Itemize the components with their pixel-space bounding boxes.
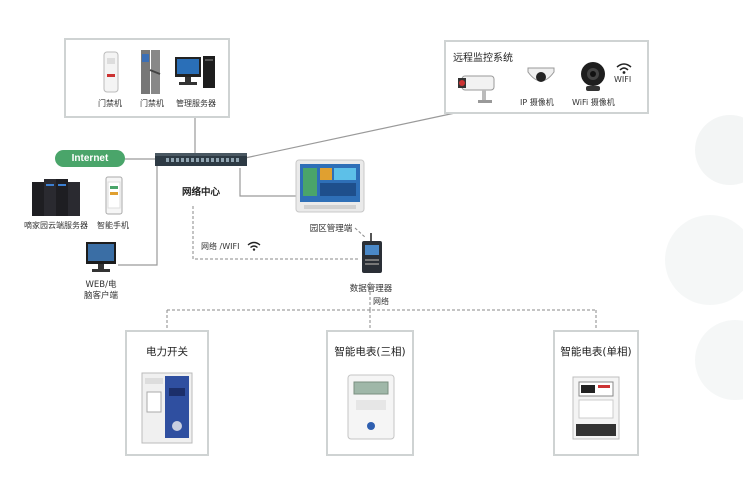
network-center-label: 网络中心 (182, 187, 221, 198)
door-controller-label-1: 门禁机 (98, 99, 122, 108)
wifi-signal-icon (247, 241, 261, 251)
smart-phone-label: 智能手机 (97, 221, 129, 230)
three-phase-meter-box: 智能电表(三相) (326, 330, 414, 456)
ip-camera-label: IP 摄像机 (520, 98, 554, 107)
network-wifi-label: 网络 /WIFI (201, 242, 240, 251)
turnstile-icon (141, 50, 161, 94)
park-terminal-icon (295, 159, 365, 213)
power-switch-icon (141, 372, 193, 444)
three-phase-meter-title: 智能电表(三相) (334, 346, 406, 358)
top-devices-box: 门禁机 门禁机 管理服务器 (64, 38, 230, 118)
single-phase-meter-icon (572, 376, 620, 440)
server-label: 管理服务器 (176, 99, 216, 108)
wifi-icon (616, 63, 632, 74)
server-computer-icon (175, 56, 215, 88)
single-phase-meter-title: 智能电表(单相) (560, 346, 632, 358)
data-manager-label: 数据管理器 (349, 284, 393, 294)
bullet-camera-icon (458, 75, 495, 103)
park-terminal-label: 园区管理端 (309, 224, 353, 234)
internet-badge: Internet (55, 150, 125, 167)
door-controller-label-2: 门禁机 (140, 99, 164, 108)
network-switch-icon (155, 153, 247, 166)
three-phase-meter-icon (347, 374, 395, 440)
network-bus-label: 网络 (373, 297, 389, 306)
remote-monitoring-title: 远程监控系统 (453, 53, 513, 64)
single-phase-meter-box: 智能电表(单相) (553, 330, 639, 456)
web-client-label: WEB/电 脑客户端 (83, 280, 118, 301)
door-controller-icon (103, 51, 119, 93)
power-switch-box: 电力开关 (125, 330, 209, 456)
desktop-computer-icon (86, 242, 116, 272)
wifi-camera-icon (581, 62, 605, 91)
data-manager-icon (362, 233, 382, 273)
smart-phone-icon (105, 176, 123, 215)
wifi-icon-label: WIFI (614, 75, 632, 84)
dome-camera-icon (527, 67, 555, 82)
watermark-cloud-icon (665, 115, 743, 400)
remote-monitoring-box: 远程监控系统 WIFI IP 摄像机 WiFi 摄像机 (444, 40, 649, 114)
internet-label: Internet (71, 153, 109, 164)
power-switch-title: 电力开关 (146, 346, 188, 358)
background-watermark (640, 110, 743, 414)
wifi-camera-label: WiFi 摄像机 (572, 98, 615, 107)
cloud-server-label: 嘀家园云端服务器 (24, 221, 88, 230)
cloud-server-icon (32, 179, 80, 216)
